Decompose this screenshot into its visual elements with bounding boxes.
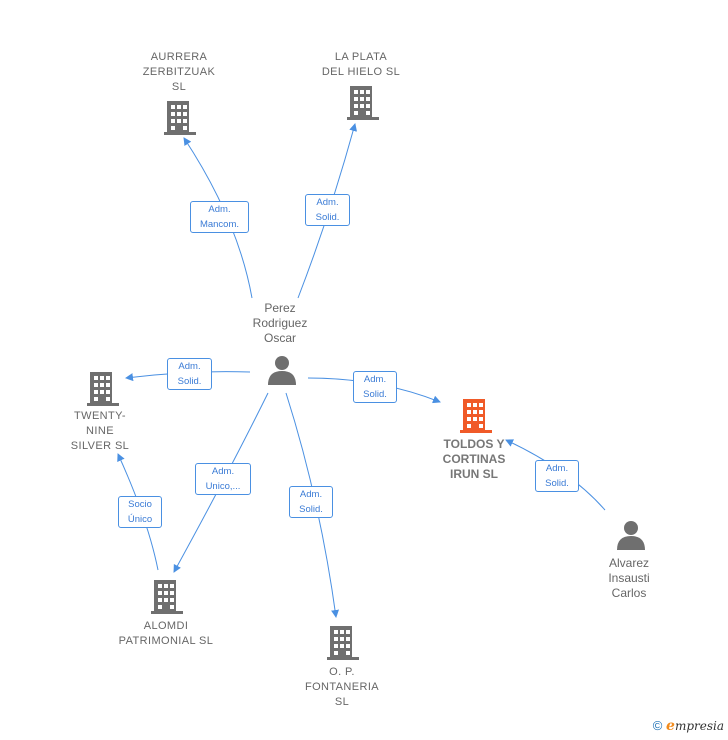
edge-label-perez-twentynine[interactable]: Adm. Solid. <box>167 358 212 390</box>
building-icon[interactable] <box>151 580 183 614</box>
building-icon[interactable] <box>347 86 379 120</box>
alvarez-label: Alvarez Insausti Carlos <box>608 556 650 600</box>
edge-label-alvarez-toldos[interactable]: Adm. Solid. <box>535 460 579 492</box>
twentynine-label: TWENTY- NINE SILVER SL <box>70 410 130 452</box>
edge-label-alomdi-twentynine[interactable]: Socio Único <box>118 496 162 528</box>
laplata-label: LA PLATA DEL HIELO SL <box>321 51 401 78</box>
person-icon[interactable] <box>267 355 297 385</box>
edge-label-perez-fontaneria[interactable]: Adm. Solid. <box>289 486 333 518</box>
edge-label-perez-laplata[interactable]: Adm. Solid. <box>305 194 350 226</box>
building-icon[interactable] <box>460 399 492 433</box>
aurrera-label: AURRERA ZERBITZUAK SL <box>142 51 216 93</box>
empresia-logo: empresia <box>666 718 724 734</box>
building-icon[interactable] <box>164 101 196 135</box>
toldos-label: TOLDOS Y CORTINAS IRUN SL <box>442 437 506 481</box>
copyright-symbol: © <box>652 718 663 733</box>
fontaneria-label: O. P. FONTANERIA SL <box>304 666 380 708</box>
person-icon[interactable] <box>616 520 646 550</box>
alomdi-label: ALOMDI PATRIMONIAL SL <box>118 620 214 647</box>
footer-branding: © empresia <box>653 718 724 734</box>
building-icon[interactable] <box>87 372 119 406</box>
edge-label-perez-alomdi[interactable]: Adm. Unico,... <box>195 463 251 495</box>
edge-label-perez-toldos[interactable]: Adm. Solid. <box>353 371 397 403</box>
building-icon[interactable] <box>327 626 359 660</box>
edge-label-perez-aurrera[interactable]: Adm. Mancom. <box>190 201 249 233</box>
perez-label: Perez Rodriguez Oscar <box>252 301 308 345</box>
